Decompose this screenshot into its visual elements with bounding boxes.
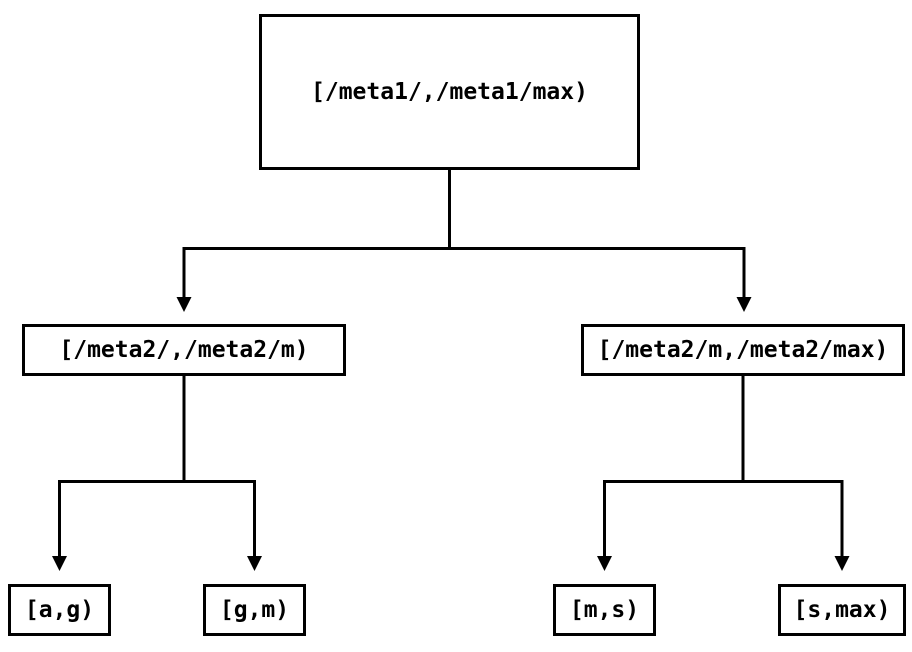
arrowhead-down-icon <box>247 556 262 571</box>
arrowhead-down-icon <box>176 297 192 312</box>
tree-node-leaf-g-m: [g,m) <box>203 584 306 636</box>
tree-node-right-child: [/meta2/m,/meta2/max) <box>581 324 905 376</box>
tree-node-root: [/meta1/,/meta1/max) <box>259 14 640 170</box>
arrowhead-down-icon <box>597 556 612 571</box>
tree-node-leaf-a-g: [a,g) <box>8 584 111 636</box>
arrowhead-down-icon <box>52 556 67 571</box>
tree-node-leaf-m-s: [m,s) <box>553 584 656 636</box>
arrowhead-down-icon <box>834 556 850 571</box>
arrowhead-down-icon <box>736 297 752 312</box>
tree-node-left-child: [/meta2/,/meta2/m) <box>22 324 346 376</box>
tree-node-leaf-s-max: [s,max) <box>778 584 906 636</box>
